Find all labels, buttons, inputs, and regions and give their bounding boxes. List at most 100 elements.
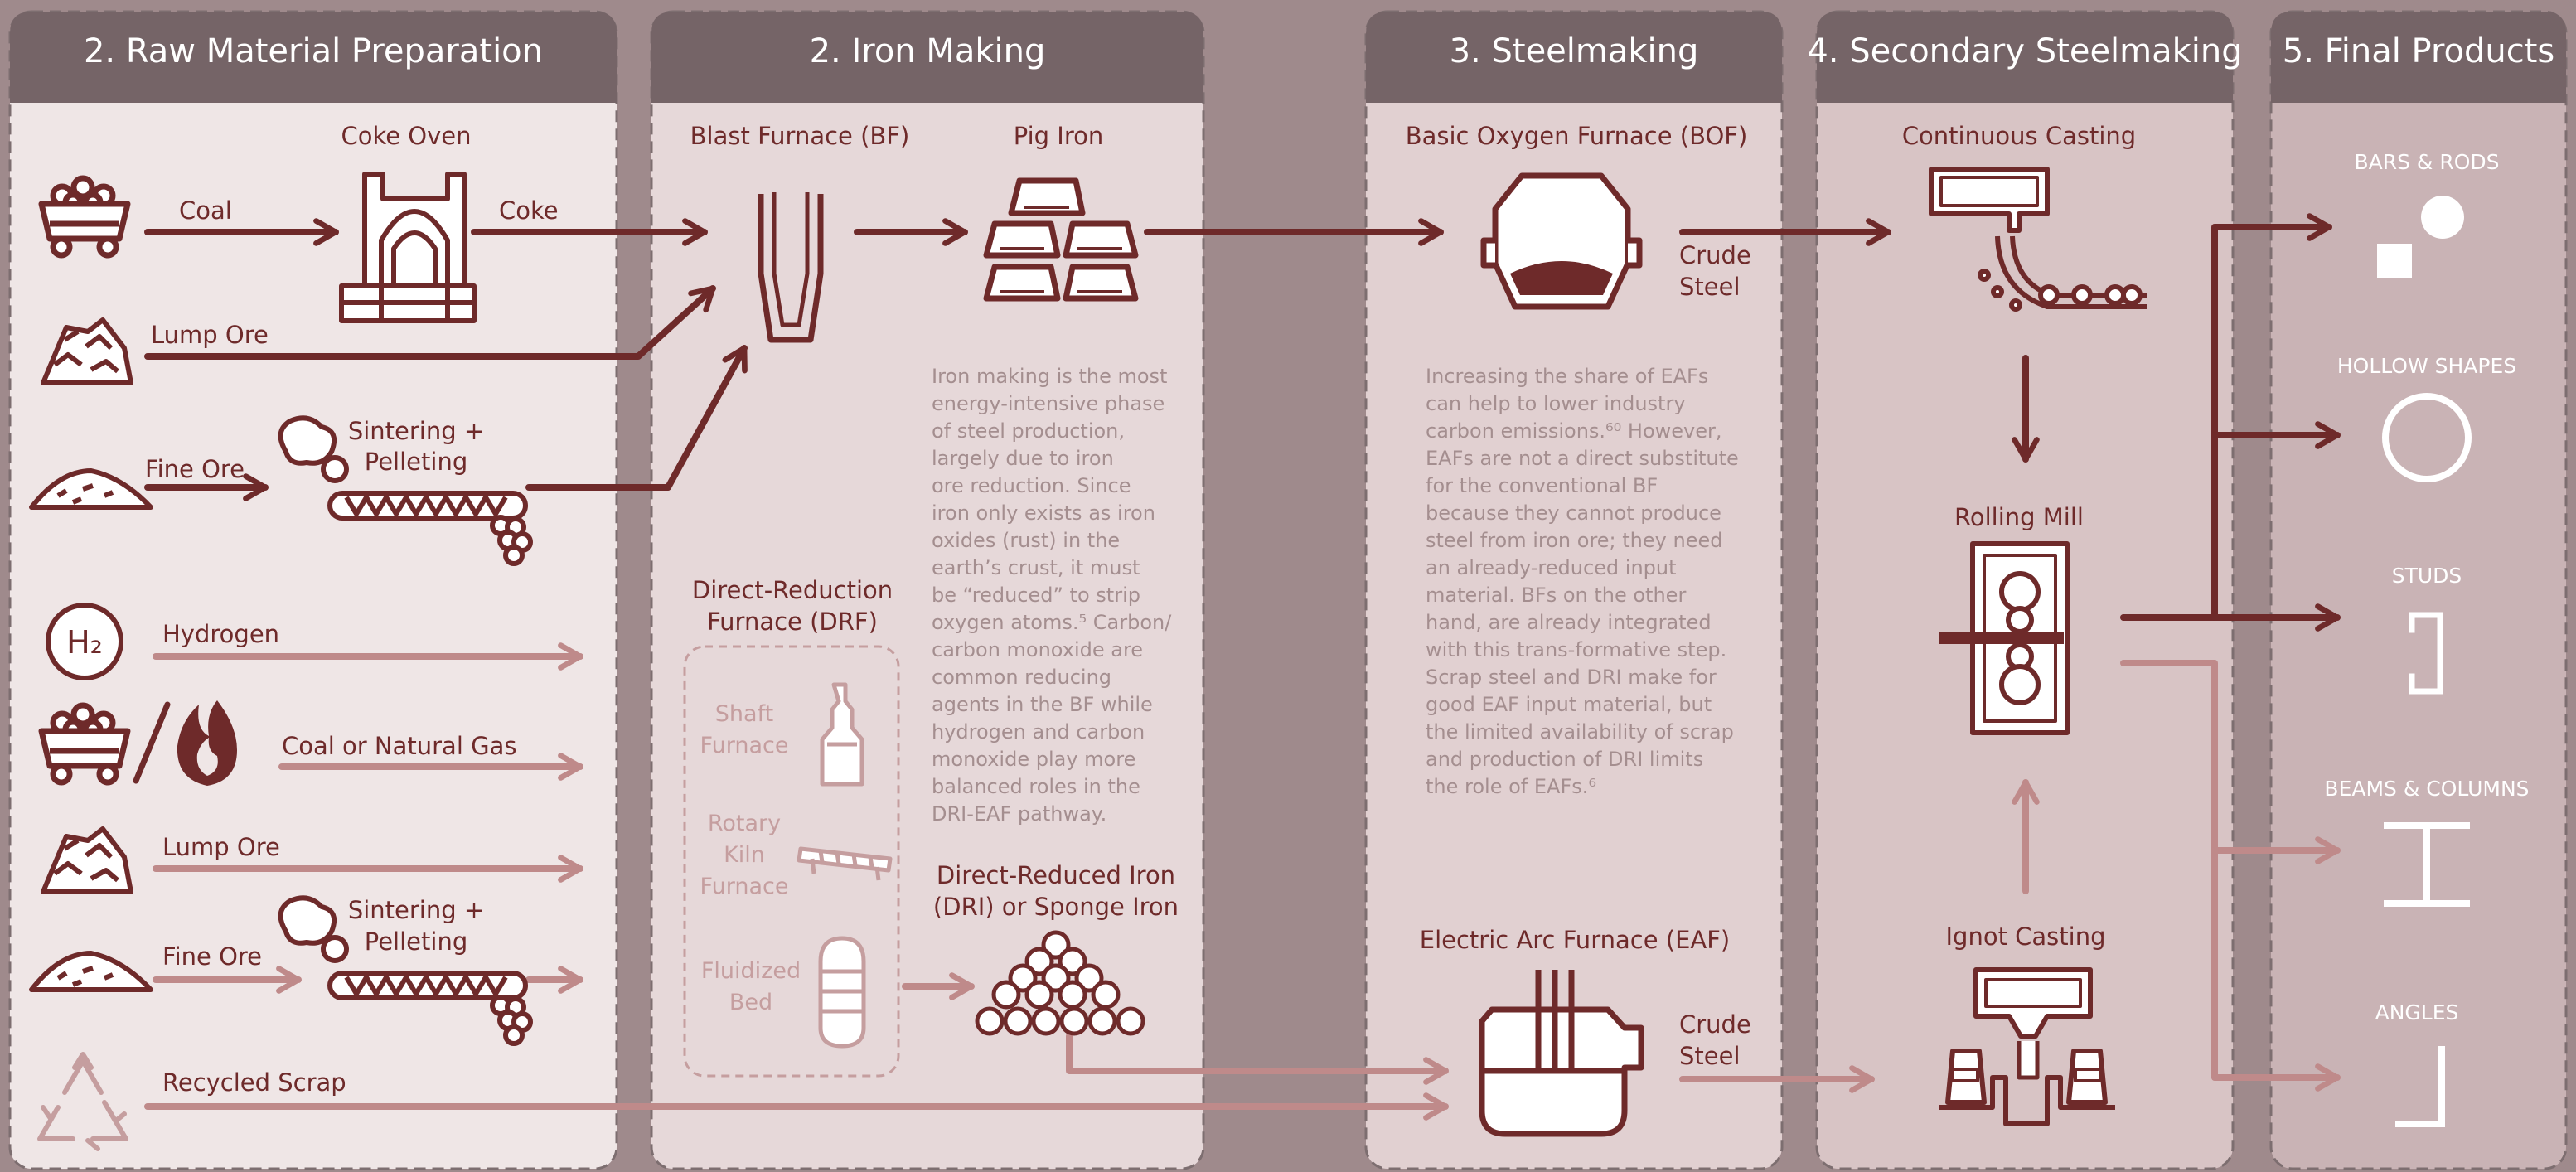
hydrogen-symbol: H₂ [66, 624, 103, 661]
beam-icon [2384, 822, 2470, 907]
svg-text:ore reduction. Since: ore reduction. Since [932, 474, 1131, 497]
svg-text:Iron making is the most: Iron making is the most [932, 365, 1167, 388]
rolling-bar [1939, 632, 2064, 644]
fluidized-bed-icon [818, 936, 866, 1049]
stage-title-raw: 2. Raw Material Preparation [84, 32, 543, 70]
steelmaking-section: Basic Oxygen Furnace (BOF) Crude Steel I… [1406, 122, 1751, 1137]
svg-text:Furnace: Furnace [700, 733, 789, 758]
stage-panel-products: 5. Final Products [2269, 10, 2568, 1170]
arrow-sinter-1 [525, 345, 748, 491]
sintering-icon [278, 415, 533, 566]
recycle-icon [37, 1052, 128, 1151]
svg-text:agents in the BF while: agents in the BF while [932, 693, 1153, 716]
eaf-icon [1479, 970, 1644, 1137]
svg-text:common reducing: common reducing [932, 666, 1111, 689]
iron-making-section: Blast Furnace (BF) Pig Iron Iron making … [683, 122, 1179, 1078]
arrow-dri-eaf [1066, 1033, 1449, 1085]
slash-divider [133, 701, 171, 784]
fine-ore-1-label: Fine Ore [145, 455, 245, 483]
sintering-2-icon [278, 895, 533, 1046]
lump-ore-2-label: Lump Ore [162, 833, 280, 861]
product-hollow-label: HOLLOW SHAPES [2337, 354, 2516, 378]
svg-text:oxides (rust) in the: oxides (rust) in the [932, 529, 1120, 552]
eaf-label: Electric Arc Furnace (EAF) [1420, 926, 1730, 954]
svg-text:hydrogen and carbon: hydrogen and carbon [932, 720, 1145, 743]
product-beams-label: BEAMS & COLUMNS [2324, 777, 2529, 801]
hollow-shape-icon [2382, 393, 2472, 482]
dri-title-line2: (DRI) or Sponge Iron [933, 893, 1179, 921]
svg-text:balanced roles in the: balanced roles in the [932, 775, 1140, 798]
svg-text:because they cannot produce: because they cannot produce [1426, 501, 1721, 525]
arrow-lump-ore-1 [144, 285, 716, 360]
rotary-kiln-icon [797, 846, 893, 881]
drf-title-line1: Direct-Reduction [692, 576, 893, 604]
sponge-iron-icon [975, 930, 1145, 1036]
pig-iron-label: Pig Iron [1014, 122, 1104, 150]
svg-text:and production of DRI limits: and production of DRI limits [1426, 748, 1703, 771]
svg-text:Crude: Crude [1679, 1010, 1751, 1039]
svg-text:steel from iron ore; they need: steel from iron ore; they need [1426, 529, 1722, 552]
svg-text:Crude: Crude [1679, 241, 1751, 269]
svg-text:carbon monoxide are: carbon monoxide are [932, 638, 1143, 661]
flame-icon [177, 700, 237, 786]
lump-ore-icon [41, 317, 133, 385]
blast-furnace-icon [758, 192, 824, 343]
dri-title-line1: Direct-Reduced Iron [937, 861, 1175, 889]
svg-text:largely due to iron: largely due to iron [932, 447, 1114, 470]
sintering-2-line2: Pelleting [365, 927, 467, 956]
coke-oven-icon [339, 172, 477, 323]
coke-oven-label: Coke Oven [341, 122, 471, 150]
svg-text:monoxide play more: monoxide play more [932, 748, 1135, 771]
svg-text:iron only exists as iron: iron only exists as iron [932, 501, 1155, 525]
svg-text:DRI-EAF pathway.: DRI-EAF pathway. [932, 802, 1106, 826]
drf-box [683, 645, 900, 1078]
svg-text:good EAF input material, but: good EAF input material, but [1426, 693, 1712, 716]
products-section: BARS & RODS HOLLOW SHAPES STUDS BEAMS & … [2324, 150, 2530, 1127]
svg-text:Furnace: Furnace [700, 874, 789, 899]
svg-text:EAFs are not a direct substitu: EAFs are not a direct substitute [1426, 447, 1739, 470]
fine-ore-2-icon [29, 951, 153, 992]
svg-text:earth’s crust, it must: earth’s crust, it must [932, 556, 1140, 579]
svg-text:material. BFs on the other: material. BFs on the other [1426, 584, 1686, 607]
svg-text:of steel production,: of steel production, [932, 419, 1125, 443]
svg-text:Bed: Bed [729, 990, 772, 1015]
hydrogen-icon: H₂ [46, 603, 123, 680]
coal-cart-2-icon [38, 702, 131, 786]
stage-title-secondary: 4. Secondary Steelmaking [1807, 32, 2242, 70]
blast-furnace-label: Blast Furnace (BF) [690, 122, 910, 150]
svg-text:Kiln: Kiln [724, 842, 765, 868]
coal-cart-icon [38, 175, 131, 259]
coke-label: Coke [499, 196, 559, 225]
drf-title-line2: Furnace (DRF) [707, 608, 878, 636]
shaft-furnace-icon [820, 682, 864, 787]
sintering-1-line1: Sintering + [348, 417, 484, 445]
hydrogen-label: Hydrogen [162, 620, 279, 648]
rolling-mill-label: Rolling Mill [1954, 503, 2084, 531]
ingot-casting-label: Ignot Casting [1945, 923, 2105, 951]
iron-making-description: Iron making is the most energy-intensive… [932, 365, 1172, 826]
stage-title-steel: 3. Steelmaking [1450, 32, 1699, 70]
svg-text:hand, are already integrated: hand, are already integrated [1426, 611, 1712, 634]
product-studs-label: STUDS [2392, 564, 2462, 588]
svg-text:Scrap steel and DRI make for: Scrap steel and DRI make for [1426, 666, 1717, 689]
svg-text:with this trans-formative step: with this trans-formative step. [1426, 638, 1726, 661]
continuous-casting-icon [1929, 167, 2147, 312]
svg-text:Steel: Steel [1679, 1042, 1741, 1070]
stage-panel-steelmaking: 3. Steelmaking [1364, 10, 1784, 1170]
recycled-scrap-label: Recycled Scrap [162, 1068, 346, 1097]
svg-text:for the conventional BF: for the conventional BF [1426, 474, 1658, 497]
pig-iron-icon [983, 177, 1139, 302]
fine-ore-icon [29, 468, 153, 510]
angle-icon [2395, 1046, 2445, 1127]
secondary-section: Continuous Casting Rolling Mill Ignot Ca… [1902, 122, 2147, 1126]
coal-gas-label: Coal or Natural Gas [282, 732, 516, 760]
svg-text:Fluidized: Fluidized [701, 958, 801, 984]
svg-text:carbon emissions.⁶⁰ However,: carbon emissions.⁶⁰ However, [1426, 419, 1722, 443]
bars-rods-icon [2377, 196, 2464, 278]
bof-label: Basic Oxygen Furnace (BOF) [1406, 122, 1748, 150]
svg-text:Shaft: Shaft [715, 701, 773, 727]
svg-text:energy-intensive phase: energy-intensive phase [932, 392, 1165, 415]
arrow-rolling-light [2120, 660, 2341, 1092]
studs-icon [2409, 612, 2443, 695]
